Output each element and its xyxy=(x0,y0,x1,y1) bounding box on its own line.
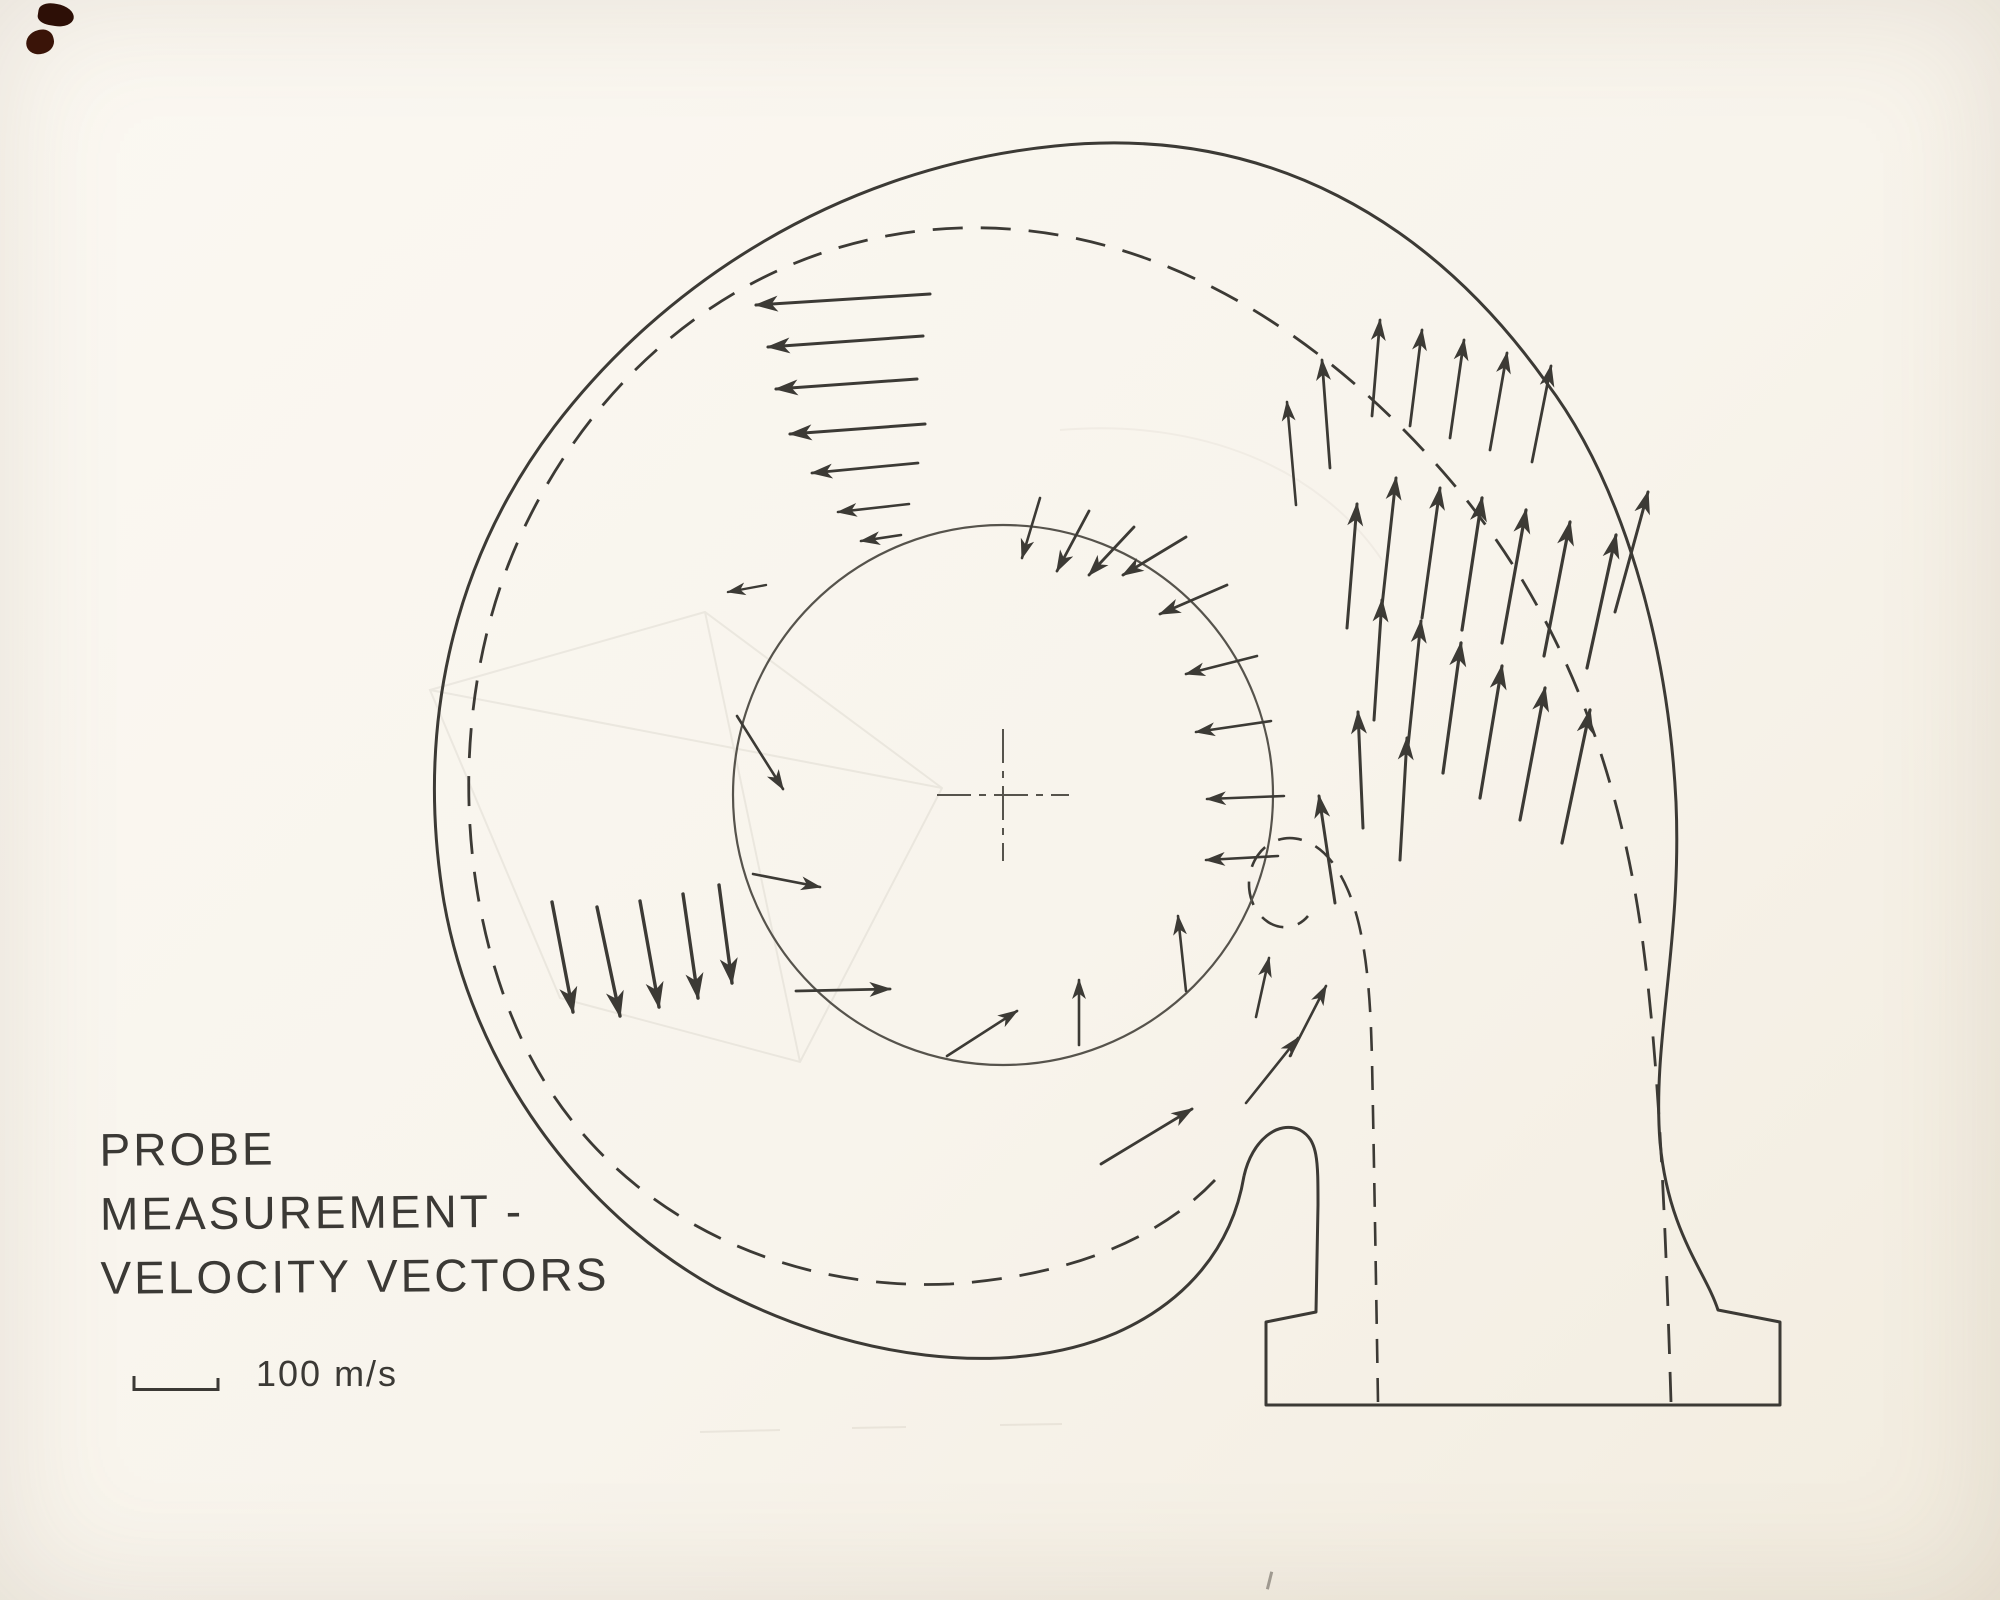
velocity-arrow xyxy=(1099,1107,1194,1166)
velocity-arrow xyxy=(1406,619,1427,748)
impeller-outline-circle xyxy=(731,523,1275,1067)
caption-line-1: PROBE xyxy=(99,1122,276,1176)
tongue-streamline xyxy=(1247,836,1380,1403)
velocity-arrow xyxy=(1448,338,1469,440)
velocity-arrow xyxy=(1345,502,1364,630)
velocity-arrow xyxy=(794,981,892,997)
velocity-arrow xyxy=(1281,400,1298,507)
figure-caption: PROBE MEASUREMENT - VELOCITY VECTORS xyxy=(99,1114,609,1310)
velocity-arrow xyxy=(1560,707,1594,845)
velocity-arrow xyxy=(1397,736,1414,862)
velocity-arrow xyxy=(1585,532,1620,670)
velocity-arrow xyxy=(1420,486,1445,620)
velocity-arrow xyxy=(945,1009,1019,1058)
velocity-arrow xyxy=(788,422,927,441)
velocity-arrow xyxy=(1518,685,1550,822)
ghost-dashes xyxy=(699,1423,1063,1433)
velocity-arrow xyxy=(1460,495,1487,632)
velocity-arrow xyxy=(717,883,738,986)
caption-line-3: VELOCITY VECTORS xyxy=(100,1248,610,1304)
velocity-arrow xyxy=(681,892,704,1001)
velocity-arrow xyxy=(726,582,768,596)
mean-flow-streamline xyxy=(467,226,1673,1403)
caption-line-2: MEASUREMENT - xyxy=(99,1184,525,1240)
velocity-arrow xyxy=(1530,364,1555,464)
velocity-arrow xyxy=(1380,476,1402,608)
velocity-arrow xyxy=(1158,583,1229,616)
velocity-arrow xyxy=(1316,358,1332,470)
velocity-arrows xyxy=(550,292,1650,1166)
velocity-arrow xyxy=(1613,490,1650,614)
velocity-arrow xyxy=(550,900,578,1015)
velocity-arrow xyxy=(1020,496,1042,560)
velocity-arrow xyxy=(735,714,785,791)
velocity-arrow xyxy=(1350,710,1367,830)
volute-outer-casing xyxy=(433,141,1782,1407)
velocity-arrow xyxy=(1314,794,1337,905)
velocity-scale-bar: 100 m/s xyxy=(132,1356,398,1394)
scale-value-label: 100 m/s xyxy=(256,1353,399,1394)
ghost-arc xyxy=(1059,427,1383,561)
velocity-arrow xyxy=(1087,525,1136,577)
velocity-arrow xyxy=(1372,598,1389,722)
velocity-arrow xyxy=(1408,328,1427,428)
velocity-arrow xyxy=(754,292,932,312)
velocity-arrow xyxy=(1542,519,1574,658)
velocity-arrow xyxy=(1121,535,1188,577)
velocity-arrow xyxy=(1441,640,1467,775)
velocity-arrow xyxy=(1173,914,1188,993)
velocity-arrow xyxy=(1204,852,1280,866)
velocity-arrow xyxy=(1370,318,1386,418)
scale-bracket-icon xyxy=(132,1376,220,1391)
velocity-arrow xyxy=(1244,1036,1300,1105)
velocity-arrow xyxy=(1500,507,1531,645)
velocity-arrow xyxy=(1184,654,1259,677)
velocity-arrow xyxy=(1488,351,1511,452)
velocity-arrow xyxy=(1288,984,1328,1058)
velocity-arrow xyxy=(836,502,911,517)
center-cross xyxy=(937,729,1069,861)
velocity-arrow xyxy=(1478,663,1507,800)
velocity-arrow xyxy=(810,461,920,479)
velocity-arrow xyxy=(595,905,624,1019)
velocity-arrow xyxy=(774,377,919,396)
velocity-arrow xyxy=(1205,791,1286,806)
velocity-arrow xyxy=(1254,956,1272,1019)
velocity-arrow xyxy=(1194,719,1273,737)
velocity-arrow xyxy=(859,531,903,546)
velocity-arrow xyxy=(1055,509,1091,573)
velocity-arrow xyxy=(638,899,664,1010)
velocity-arrow xyxy=(766,334,925,354)
ghost-polygon xyxy=(428,610,944,1064)
velocity-arrow xyxy=(751,872,822,891)
